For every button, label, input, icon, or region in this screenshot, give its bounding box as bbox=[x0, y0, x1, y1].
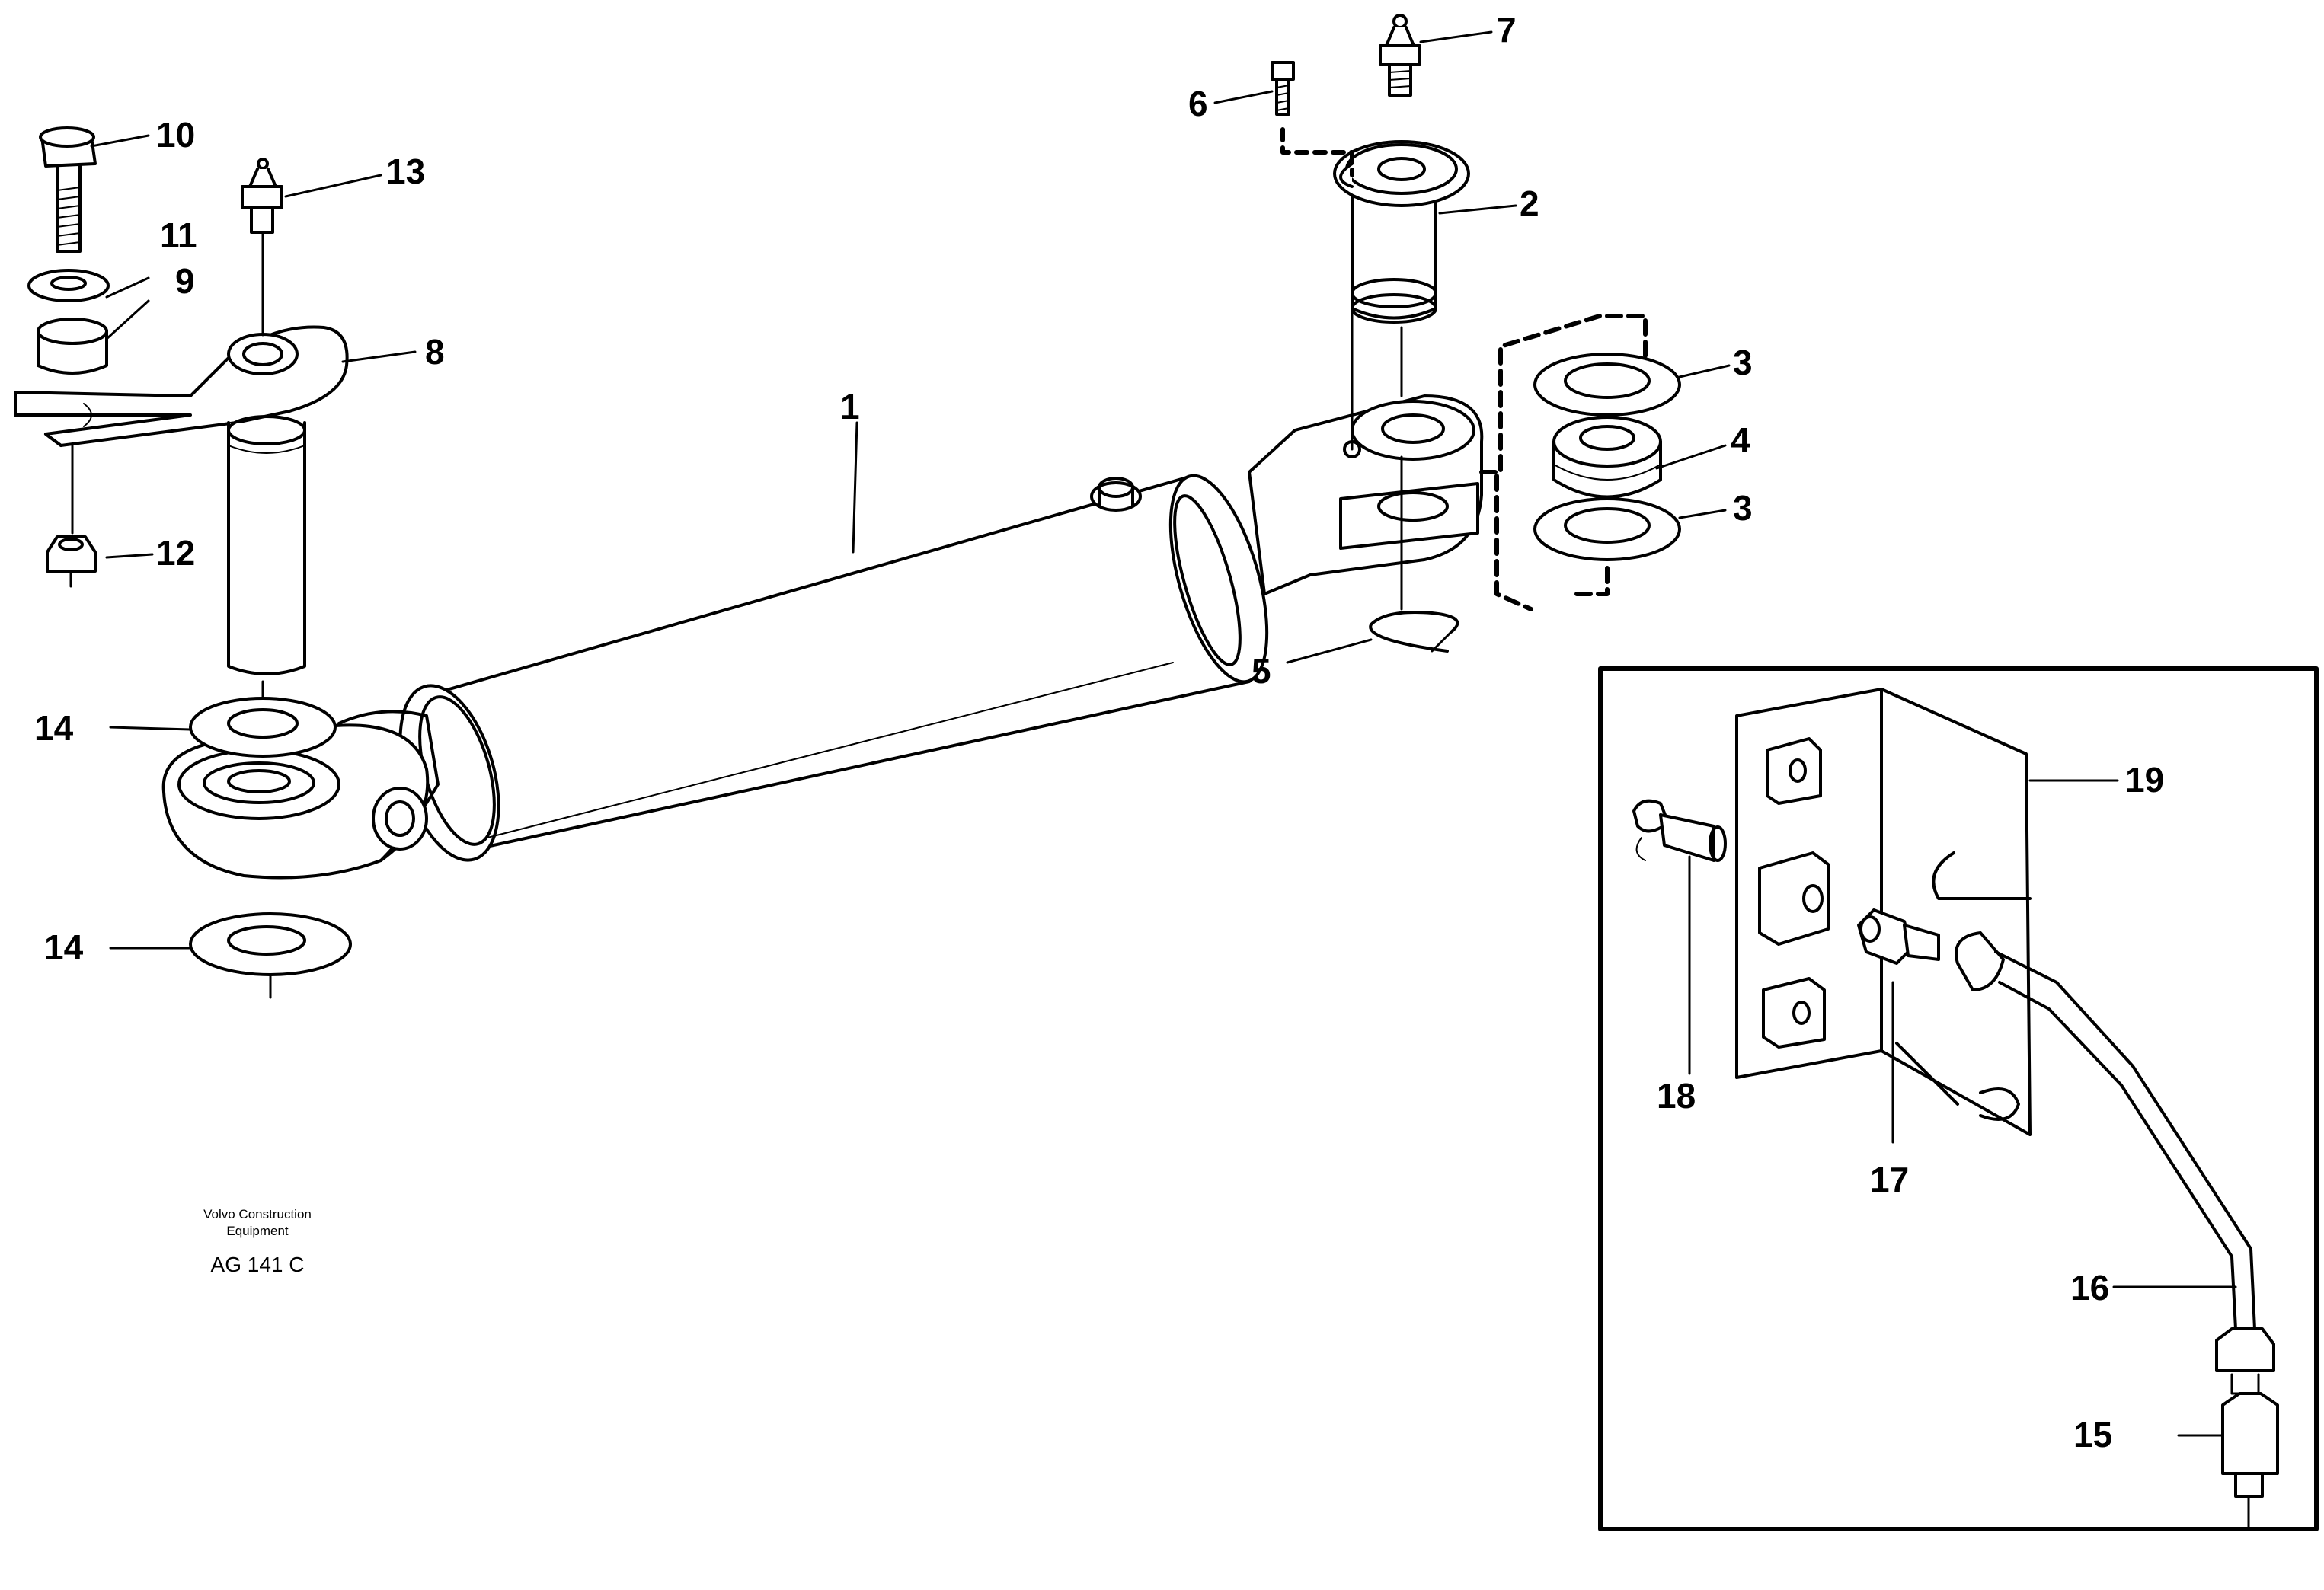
callout-14-top: 14 bbox=[34, 708, 74, 748]
washer-part-14-bottom bbox=[189, 912, 352, 999]
spacer-part-9 bbox=[37, 318, 108, 375]
callout-8: 8 bbox=[425, 332, 445, 372]
callout-16: 16 bbox=[2070, 1268, 2109, 1307]
callout-9: 9 bbox=[175, 261, 195, 301]
bearing-part-4 bbox=[1552, 416, 1662, 499]
callout-17: 17 bbox=[1870, 1160, 1909, 1199]
callout-2: 2 bbox=[1520, 184, 1539, 223]
callout-7: 7 bbox=[1497, 10, 1517, 49]
callout-19: 19 bbox=[2125, 760, 2164, 800]
drawing-code: AG 141 C bbox=[211, 1253, 305, 1276]
callout-13: 13 bbox=[386, 152, 425, 191]
callout-1: 1 bbox=[840, 387, 860, 426]
pin-part-2 bbox=[1333, 140, 1470, 611]
circlip-part-5 bbox=[1369, 611, 1459, 653]
dashed-group-bracket bbox=[1479, 314, 1648, 611]
washer-part-11 bbox=[27, 269, 110, 302]
callout-14-bottom: 14 bbox=[44, 928, 84, 967]
callout-6: 6 bbox=[1188, 84, 1208, 123]
callout-12: 12 bbox=[156, 533, 195, 573]
callout-3-top: 3 bbox=[1733, 343, 1753, 382]
lever-part-8 bbox=[14, 325, 349, 702]
grease-nipple-part-7 bbox=[1379, 14, 1421, 97]
credit-line-1: Volvo Construction bbox=[203, 1207, 312, 1221]
washer-part-14-top bbox=[189, 697, 337, 758]
callout-5: 5 bbox=[1252, 651, 1271, 691]
nut-part-12 bbox=[46, 535, 97, 588]
callout-11: 11 bbox=[160, 216, 197, 255]
inset-detail bbox=[1598, 666, 2319, 1531]
callout-4: 4 bbox=[1731, 420, 1750, 460]
callout-15: 15 bbox=[2073, 1415, 2112, 1454]
bolt-part-10 bbox=[39, 126, 97, 253]
rod-eye bbox=[161, 710, 440, 880]
credit-block: Volvo Construction Equipment AG 141 C bbox=[203, 1207, 312, 1276]
washer-part-3-top bbox=[1533, 353, 1681, 417]
callout-18: 18 bbox=[1657, 1076, 1696, 1116]
grease-nipple-part-13 bbox=[241, 158, 283, 337]
callout-10: 10 bbox=[156, 115, 195, 155]
screw-part-6 bbox=[1271, 61, 1354, 451]
washer-part-3-bottom bbox=[1533, 497, 1681, 561]
leader-lines bbox=[90, 30, 2237, 1437]
credit-line-2: Equipment bbox=[226, 1224, 289, 1238]
callout-3-bottom: 3 bbox=[1733, 488, 1753, 528]
cylinder-tube bbox=[398, 474, 1269, 862]
callout-labels: 1 2 3 3 4 5 6 7 8 9 10 11 12 13 14 14 15… bbox=[34, 10, 2164, 1454]
clevis bbox=[1248, 394, 1484, 595]
